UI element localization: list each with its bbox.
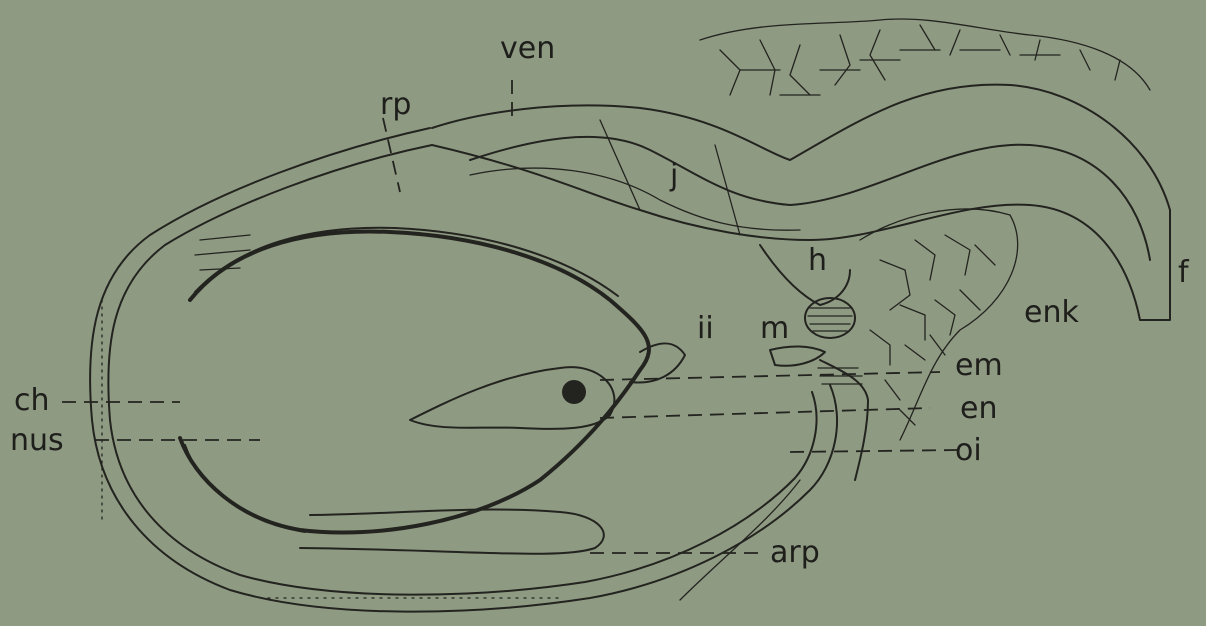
- label-ch: ch: [14, 383, 50, 418]
- label-m: m: [760, 311, 789, 346]
- funicle: [432, 85, 1170, 320]
- label-nus: nus: [10, 423, 64, 458]
- label-ven: ven: [500, 31, 555, 66]
- antiraphe: [195, 235, 800, 600]
- label-en: en: [960, 391, 997, 426]
- outer-integument: [90, 128, 837, 612]
- label-rp: rp: [380, 87, 411, 122]
- label-em: em: [955, 348, 1003, 383]
- label-h: h: [808, 243, 827, 278]
- label-f: f: [1178, 255, 1190, 290]
- label-oi: oi: [955, 433, 982, 468]
- label-enk: enk: [1024, 295, 1079, 330]
- labels: ven rp j h f ii m enk em en oi arp ch nu…: [10, 31, 1190, 570]
- label-ii: ii: [697, 311, 714, 346]
- label-j: j: [669, 158, 678, 193]
- label-arp: arp: [770, 535, 820, 570]
- micropyle-structures: [760, 245, 868, 480]
- egg-apparatus: [410, 367, 614, 429]
- placenta-cells-top: [700, 19, 1150, 95]
